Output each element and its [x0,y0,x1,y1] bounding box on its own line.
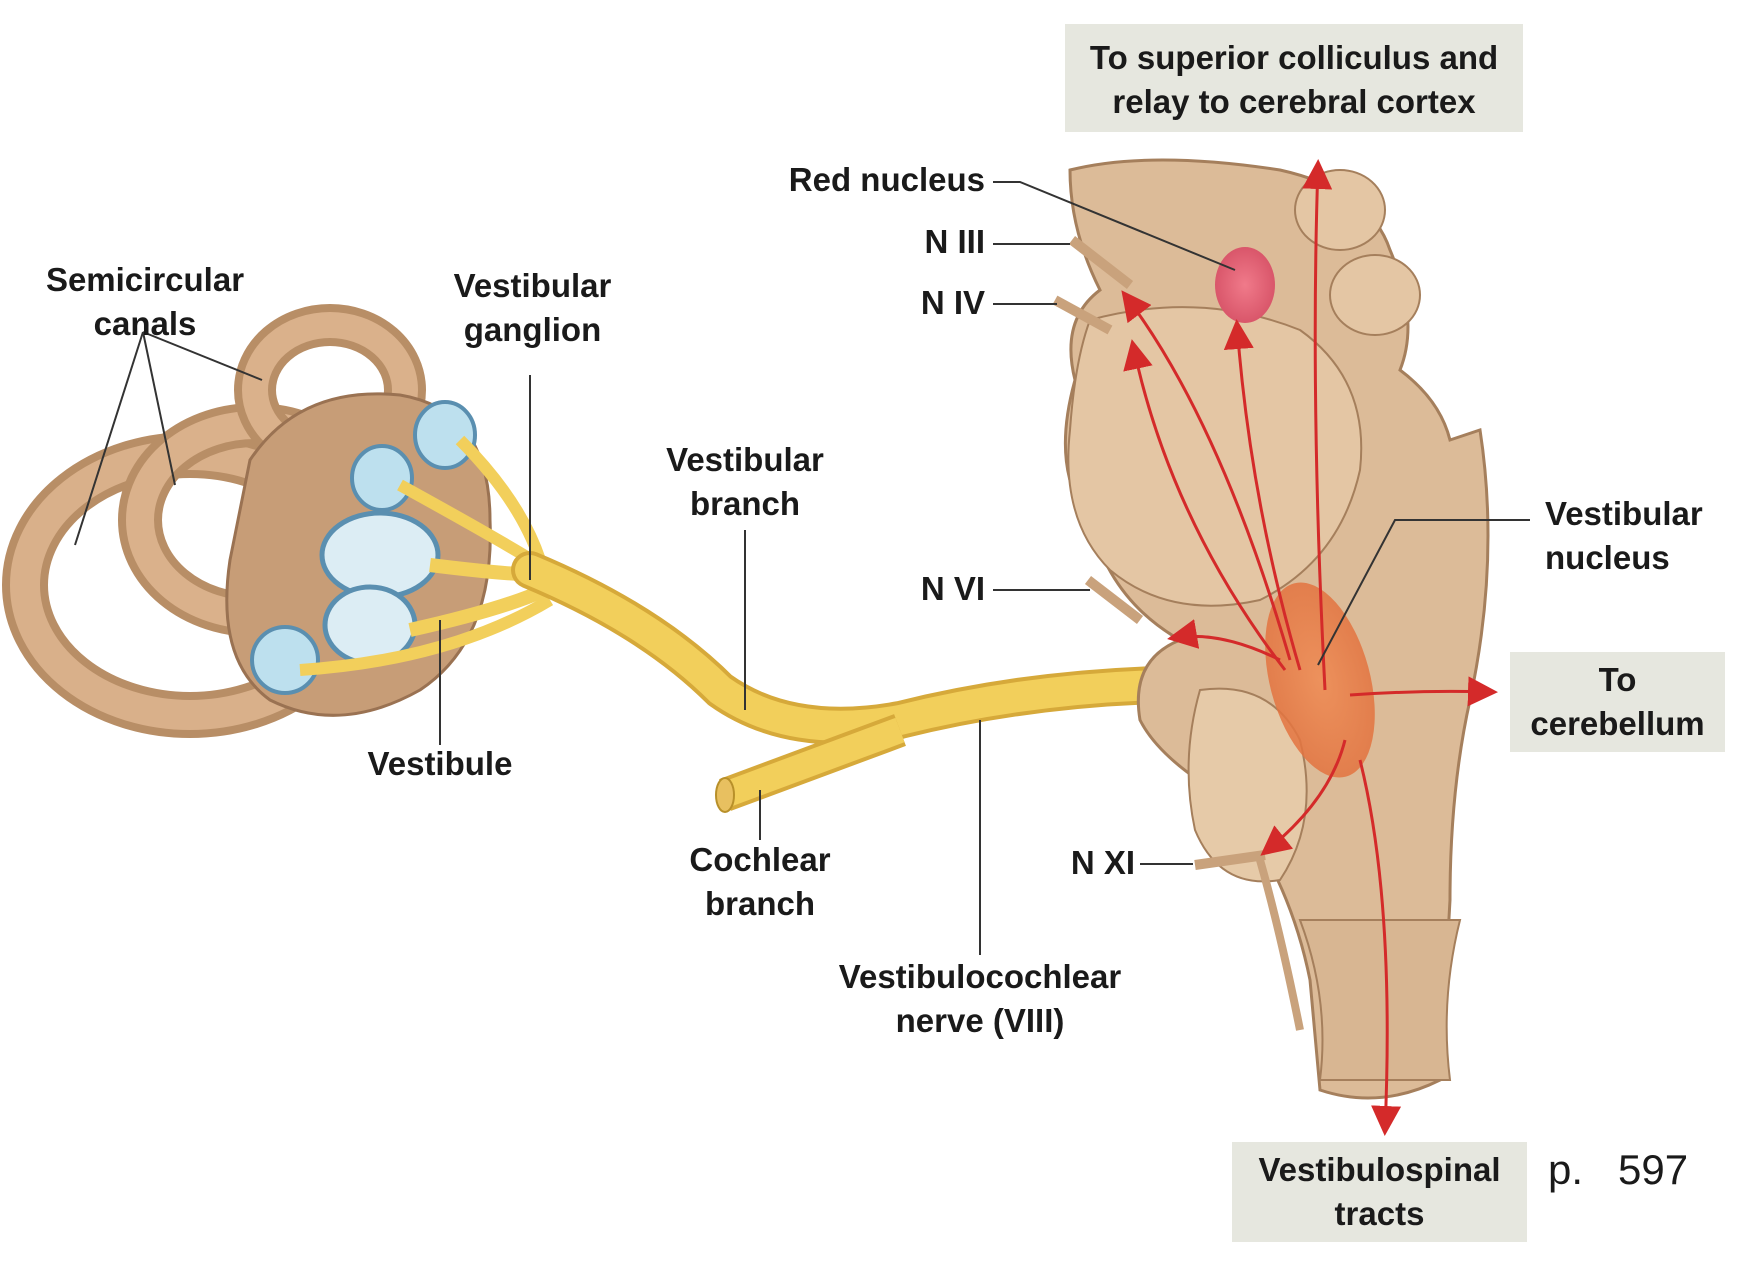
page-reference: p. 597 [1548,1146,1689,1193]
superior-colliculus-box: To superior colliculus and relay to cere… [1065,24,1523,132]
leader-lines [74,181,1530,955]
vestibular-nucleus-shape [1265,582,1375,778]
semicircular-canals-label: Semicircular canals [45,261,245,342]
vestibular-ganglion-label: Vestibular ganglion [453,267,612,348]
n-xi-label: N XI [1070,844,1135,881]
cerebellum-box: To cerebellum [1510,652,1725,752]
vestibular-branch-label: Vestibular branch [666,441,824,522]
cochlear-branch-label: Cochlear branch [689,841,831,922]
red-nucleus-label: Red nucleus [788,161,985,198]
pathway-arrows [1121,159,1498,1136]
vestibule [225,392,492,717]
vestibular-nucleus-label: Vestibular nucleus [1545,495,1703,576]
red-nucleus-shape [1215,247,1275,323]
vestibulospinal-tracts-box: Vestibulospinal tracts [1232,1142,1527,1242]
n-vi-label: N VI [920,570,985,607]
n-iii-label: N III [924,223,985,260]
vestibulocochlear-nerve-label: Vestibulocochlear nerve (VIII) [838,958,1122,1039]
vestibule-label: Vestibule [367,745,513,782]
n-iv-label: N IV [920,284,985,321]
